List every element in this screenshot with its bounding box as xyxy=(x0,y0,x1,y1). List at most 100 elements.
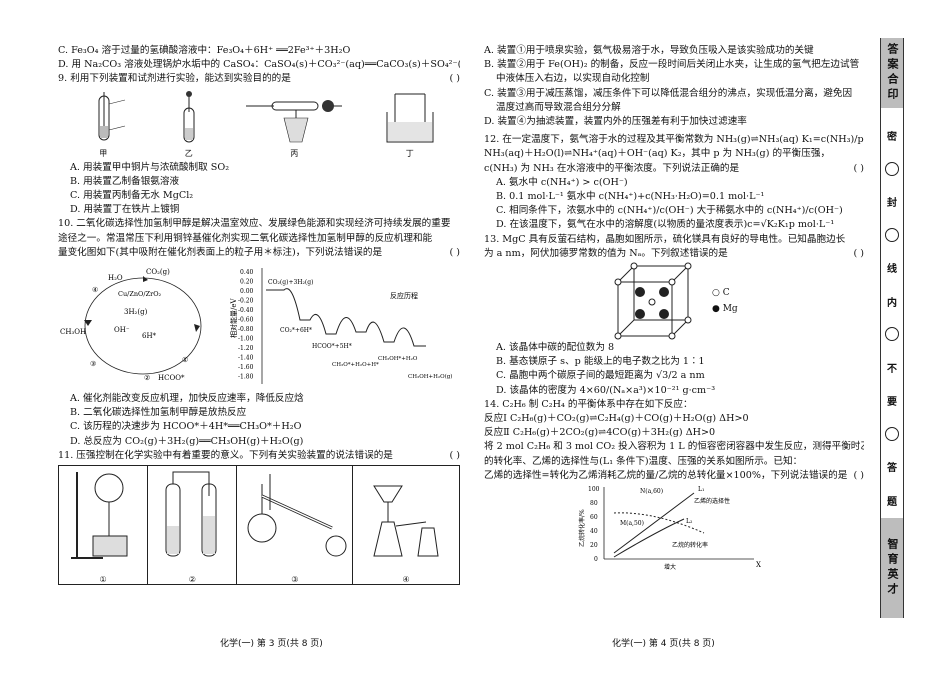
q12-option-b: B. 0.1 mol·L⁻¹ 氨水中 c(NH₄⁺)+c(NH₃·H₂O)=0.… xyxy=(496,191,765,203)
q10-option-b: B. 二氧化碳选择性加氢制甲醇是放热反应 xyxy=(70,407,247,419)
q9-fig-b: 乙 xyxy=(164,90,214,159)
q11-fig-1-label: ① xyxy=(99,575,107,585)
energy-label-4: CH₃OH*+H₂O xyxy=(378,356,418,362)
q14-xlabel: X xyxy=(756,561,761,569)
apparatus-distillation-icon xyxy=(247,474,347,557)
q9-option-d: D. 用装置丁在铁片上镀铜 xyxy=(70,204,180,216)
cycle-label-ch3oh: CH₃OH xyxy=(60,328,86,336)
energy-label-3: CH₃O*+H₂O+H* xyxy=(332,362,379,368)
left-column: C. Fe₃O₄ 溶于过量的氢碘酸溶液中：Fe₃O₄＋6H⁺ ══2Fe³⁺＋3… xyxy=(58,44,460,586)
q14-ytick-2: 60 xyxy=(590,514,598,521)
q10-figures: H₂O CO₂(g) Cu/ZnO/ZrO₂ 3H₂(g) 6H* CH₃OH … xyxy=(58,262,460,390)
page-footer-left: 化学(一) 第 3 页(共 8 页) xyxy=(220,639,323,649)
q11-fig-2: ② xyxy=(148,466,238,585)
q14-stem-1: 14. C₂H₆ 制 C₂H₄ 的平衡体系中存在如下反应： xyxy=(484,398,693,410)
q13-option-a: A. 该晶体中碳的配位数为 8 xyxy=(496,342,615,354)
q9-fig-c-label: 丙 xyxy=(290,148,299,158)
energy-ylabel: 相对能量/eV xyxy=(229,298,238,339)
q9-answer-paren: ( ) xyxy=(449,73,460,85)
ytick-9: -1.40 xyxy=(238,355,254,362)
q10-stem-3: 量变化图如下(其中吸附在催化剂表面上的粒子用＊标注)，下列说法错误的是 ( ) xyxy=(58,246,460,260)
q12-option-d: D. 在该温度下，氨气在水中的溶解度(以物质的量浓度表示)c=√K₂K₁p mo… xyxy=(496,219,835,231)
legend-c-label: C xyxy=(722,288,730,299)
q13-stem-2-text: 为 a nm，阿伏加德罗常数的值为 Nₐ。下列叙述错误的是 xyxy=(484,247,728,259)
q13-figure: ○ C ● Mg xyxy=(484,261,864,341)
ytick-10: -1.60 xyxy=(238,364,254,371)
energy-legend: 反应历程 xyxy=(390,291,418,300)
ytick-1: 0.20 xyxy=(240,279,254,286)
q14-ytick-3: 40 xyxy=(590,528,598,535)
cycle-label-6h: 6H* xyxy=(142,332,157,340)
crystal-cell-icon xyxy=(614,262,692,340)
energy-label-5: CH₃OH+H₂O(g) xyxy=(408,373,452,380)
cycle-label-h2o: H₂O xyxy=(108,274,123,282)
apparatus-fountain-icon xyxy=(71,472,128,560)
q13-stem-2: 为 a nm，阿伏加德罗常数的值为 Nₐ。下列叙述错误的是 ( ) xyxy=(484,247,864,261)
q9-fig-d: 丁 xyxy=(375,90,445,159)
seal-char-2: 线 xyxy=(887,264,897,276)
q14-ylabel: 乙烷转化率/% xyxy=(578,509,586,547)
energy-label-2: HCOO*+5H* xyxy=(312,343,352,350)
apparatus-heating-tube-icon xyxy=(246,99,343,142)
q11-figures: ① ② xyxy=(58,465,460,586)
q9-option-c: C. 用装置丙制备无水 MgCl₂ xyxy=(70,190,194,202)
q14-reaction-2: 反应Ⅱ C₂H₆(g)＋2CO₂(g)⇌4CO(g)＋3H₂(g) ΔH>0 xyxy=(484,427,716,439)
q10-answer-paren: ( ) xyxy=(449,246,460,258)
right-column: A. 装置①用于喷泉实验，氨气极易溶于水，导致负压吸入是该实验成功的关键 B. … xyxy=(484,44,864,571)
q9-figures: 甲 乙 丙 xyxy=(58,89,460,159)
ytick-11: -1.80 xyxy=(238,374,254,381)
q14-curve-l1: L₁ xyxy=(698,486,704,493)
cycle-label-co2: CO₂(g) xyxy=(146,268,170,276)
q9-text: 9. 利用下列装置和试剂进行实验，能达到实验目的的是 xyxy=(58,73,291,85)
q12-stem-2: NH₃(aq)＋H₂O(l)⇌NH₄⁺(aq)＋OH⁻(aq) K₂，其中 p … xyxy=(484,148,831,160)
q9-fig-a-label: 甲 xyxy=(99,148,108,158)
q11-text: 11. 压强控制在化学实验中有着重要的意义。下列有关实验装置的说法错误的是 xyxy=(58,449,393,461)
q14-curve-selectivity: 乙烯的选择性 xyxy=(694,497,730,505)
ytick-6: -0.80 xyxy=(238,326,254,333)
ytick-8: -1.20 xyxy=(238,345,254,352)
q13-option-b: B. 基态镁原子 s、p 能级上的电子数之比为 1∶1 xyxy=(496,356,705,368)
q14-stem-4-text: 乙烯的选择性=转化为乙烯消耗乙烷的量/乙烷的总转化量×100%，下列说法错误的是 xyxy=(484,469,848,481)
q9-option-a: A. 用装置甲中铜片与浓硫酸制取 SO₂ xyxy=(70,161,230,173)
q14-curve-l2: L₂ xyxy=(686,518,693,525)
q10-option-a: A. 催化剂能改变反应机理，加快反应速率，降低反应焓 xyxy=(70,393,304,405)
q8-option-c: C. Fe₃O₄ 溶于过量的氢碘酸溶液中：Fe₃O₄＋6H⁺ ══2Fe³⁺＋3… xyxy=(58,45,351,56)
q8-option-d: D. 用 Na₂CO₃ 溶液处理锅炉水垢中的 CaSO₄：CaSO₄(s)＋CO… xyxy=(58,59,460,71)
q14-stem-2: 将 2 mol C₂H₆ 和 3 mol CO₂ 投入容积为 1 L 的恒容密闭… xyxy=(484,441,864,453)
legend-mg: ● Mg xyxy=(712,304,738,315)
q10-mechanism-cycle: H₂O CO₂(g) Cu/ZnO/ZrO₂ 3H₂(g) 6H* CH₃OH … xyxy=(60,268,202,382)
sidebar-bottom-banner: 智育英才 xyxy=(881,518,903,618)
cycle-step-4: ④ xyxy=(92,286,98,294)
ytick-5: -0.60 xyxy=(238,317,254,324)
q14-ytick-0: 100 xyxy=(588,486,600,493)
q12-stem-1: 12. 在一定温度下，氨气溶于水的过程及其平衡常数为 NH₃(g)⇌NH₃(aq… xyxy=(484,134,864,146)
q12-stem-3: c(NH₃) 为 NH₃ 在水溶液中的平衡浓度。下列说法正确的是 ( ) xyxy=(484,162,864,176)
cycle-label-hcoo: HCOO* xyxy=(158,374,185,382)
q14-reaction-1: 反应Ⅰ C₂H₆(g)＋CO₂(g)⇌C₂H₄(g)＋CO(g)＋H₂O(g) … xyxy=(484,413,749,425)
seal-char-3: 内 xyxy=(887,297,897,309)
ytick-0: 0.40 xyxy=(240,269,254,276)
q11-fig-1: ① xyxy=(59,466,149,585)
energy-label-1: CO₂*+6H* xyxy=(280,327,312,334)
q14-stem-3: 的转化率、乙烯的选择性与(L₁ 条件下)温度、压强的关系如图所示。已知： xyxy=(484,455,803,467)
q14-figure: 乙烷转化率/% 100 80 60 40 20 0 N(a,60) M(a,50… xyxy=(484,483,864,571)
q10-energy-chart: 相对能量/eV 0.40 0.20 0.00 -0.20 -0.40 -0.60… xyxy=(229,268,452,385)
seal-circle-icon xyxy=(885,161,899,176)
cycle-step-2: ② xyxy=(144,374,150,382)
q11-answer-paren: ( ) xyxy=(449,449,460,461)
q13-option-c: C. 晶胞中两个碳原子间的最短距离为 √3/2 a nm xyxy=(496,370,705,382)
q14-ytick-4: 20 xyxy=(590,542,598,549)
q14-point-m: M(a,50) xyxy=(620,520,644,527)
energy-label-0: CO₂(g)+3H₂(g) xyxy=(268,279,313,286)
sidebar-bottom-text: 智育英才 xyxy=(886,538,899,598)
q10-option-c: C. 该历程的决速步为 HCOO*＋4H*══CH₃O*＋H₂O xyxy=(70,421,302,433)
q12-option-a: A. 氨水中 c(NH₄⁺) > c(OH⁻) xyxy=(496,176,628,188)
cycle-step-3: ③ xyxy=(90,360,96,368)
ytick-4: -0.40 xyxy=(238,307,254,314)
q14-ytick-5: 0 xyxy=(594,556,598,563)
q10-option-d: D. 总反应为 CO₂(g)＋3H₂(g)══CH₃OH(g)＋H₂O(g) xyxy=(70,435,304,447)
q11-fig-3: ③ xyxy=(237,466,354,585)
q9-fig-d-label: 丁 xyxy=(405,148,414,158)
ytick-3: -0.20 xyxy=(238,298,254,305)
q14-curve-conversion: 乙烷的转化率 xyxy=(672,541,708,549)
